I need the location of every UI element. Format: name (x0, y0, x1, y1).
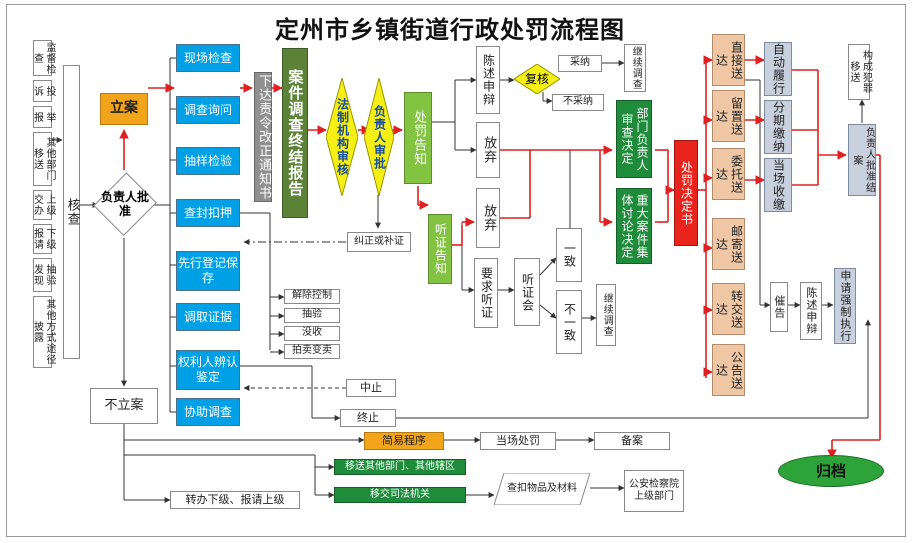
notice-box: 催告 (770, 282, 788, 332)
source-item: 其他部门移送 (32, 132, 55, 186)
record-box: 备案 (594, 432, 670, 450)
collective-decision-box: 重大案件集体讨论决定 (616, 188, 652, 264)
source-item: 其他方式途径披露 (32, 296, 55, 368)
terminate-box: 终止 (340, 409, 396, 427)
rectify-notice-box: 下达责令改正通知书 (254, 72, 272, 202)
review-diamond: 复核 (514, 64, 560, 94)
seize-action-item: 解除控制 (284, 289, 340, 304)
investigation-item: 先行登记保存 (176, 251, 240, 291)
approve-label: 负责人批准 (100, 189, 149, 218)
investigation-item: 协助调查 (176, 398, 240, 426)
source-item: 抽验发现 (32, 258, 55, 292)
delivery-item: 公告送达 (712, 344, 745, 396)
waive-box-1: 放弃 (476, 122, 500, 178)
file-case-box: 立案 (100, 93, 148, 125)
investigation-item: 抽样检验 (176, 147, 240, 175)
hearing-notice-box: 听证告知 (428, 214, 452, 284)
investigation-item: 查封扣押 (176, 199, 240, 227)
seized-materials-node: 查扣物品及材料 (493, 472, 591, 506)
frame-border (6, 4, 906, 537)
execution-item: 自动履行 (764, 42, 792, 96)
correct-supplement-box: 纠正或补证 (347, 232, 411, 252)
no-case-box: 不立案 (90, 388, 158, 424)
investigation-item: 调查询问 (176, 96, 240, 124)
transfer-other-box: 移送其他部门、其他辖区 (334, 459, 466, 475)
archive-oval: 归档 (778, 455, 884, 487)
verify-box: 核查 (63, 65, 80, 359)
source-item: 上级交办 (32, 190, 55, 220)
adopt-box: 采纳 (558, 55, 602, 72)
delivery-item: 委托送达 (712, 148, 745, 200)
penalty-decision-box: 处罚决定书 (674, 140, 698, 246)
approve-diamond: 负责人批准 (93, 172, 157, 236)
crime-transfer-box: 构成犯罪移送 (848, 44, 872, 100)
not-adopt-box: 不采纳 (552, 94, 604, 111)
review-label: 复核 (524, 71, 549, 86)
investigation-item: 现场检查 (176, 44, 240, 72)
seize-action-item: 抽验 (284, 308, 340, 323)
penalty-notice-box: 处罚告知 (404, 92, 432, 184)
source-item: 下级报请 (32, 224, 55, 254)
waive-box-2: 放弃 (476, 188, 500, 248)
transfer-judicial-box: 移交司法机关 (334, 487, 466, 503)
legal-review-node: 法制机构审核 (325, 76, 359, 198)
seize-action-item: 拍卖变卖 (284, 344, 340, 359)
legal-review-label: 法制机构审核 (335, 98, 350, 176)
execution-item: 分期缴纳 (764, 100, 792, 154)
continue-investigation-box: 继续调查 (624, 44, 646, 92)
inconsistent-box: 不一致 (556, 290, 582, 354)
investigation-item: 调取证据 (176, 303, 240, 331)
seize-action-item: 没收 (284, 326, 340, 341)
delivery-item: 留置送达 (712, 90, 745, 142)
case-report-box: 案件调查终结报告 (282, 48, 308, 218)
source-item: 举报 (32, 106, 55, 128)
investigation-item: 权利人辨认鉴定 (176, 350, 240, 390)
enforce-box: 申请强制执行 (834, 268, 856, 344)
page-title: 定州市乡镇街道行政处罚流程图 (275, 15, 625, 44)
forward-box: 转办下级、报请上级 (170, 491, 300, 509)
delivery-item: 直接送达 (712, 34, 745, 86)
dept-head-decision-box: 部门负责人审查决定 (616, 100, 652, 178)
delivery-item: 转交送达 (712, 283, 745, 335)
head-approval-node: 负责人审批 (363, 77, 395, 197)
execution-item: 当场收缴 (764, 158, 792, 212)
request-hearing-box: 要求听证 (474, 258, 498, 328)
statement-box-2: 陈述申辩 (800, 282, 822, 340)
source-item: 投诉 (32, 80, 55, 102)
hearing-box: 听证会 (514, 258, 540, 326)
onsite-penalty-box: 当场处罚 (480, 432, 556, 450)
statement-box: 陈述申辩 (476, 46, 500, 114)
head-review-close-box: 负责人批准结案 (848, 124, 876, 196)
source-item: 监督检查 (31, 40, 55, 76)
consistent-box: 一致 (556, 228, 582, 282)
delivery-item: 邮寄送达 (712, 218, 745, 270)
police-dept-box: 公安检察院上级部门 (624, 470, 684, 512)
continue-investigation-box-2: 继续调查 (596, 284, 616, 346)
head-approval-label: 负责人审批 (372, 104, 387, 170)
simple-procedure-box: 简易程序 (364, 432, 444, 450)
suspend-box: 中止 (346, 379, 396, 397)
seized-materials-label: 查扣物品及材料 (507, 482, 577, 494)
